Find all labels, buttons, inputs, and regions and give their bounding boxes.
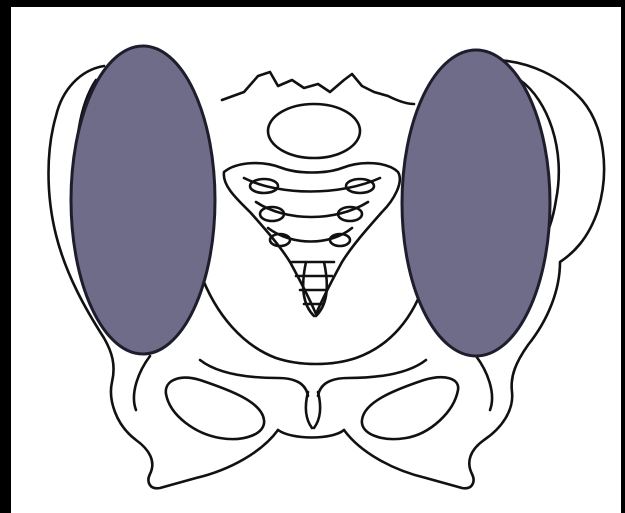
- left-radiation-field: [71, 46, 215, 354]
- right-radiation-field: [402, 50, 550, 356]
